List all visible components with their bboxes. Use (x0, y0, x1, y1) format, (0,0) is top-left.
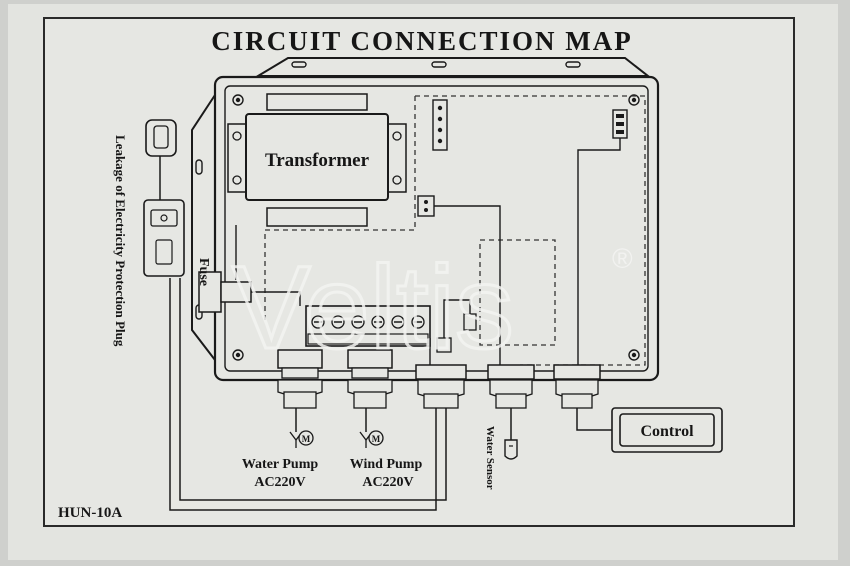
internal-wiring (235, 138, 621, 365)
diagram-title: CIRCUIT CONNECTION MAP (211, 26, 633, 56)
wind-pump-motor-icon (359, 430, 384, 448)
flange-slot (565, 61, 581, 68)
board-connector-right (612, 109, 628, 139)
flange-slot (431, 61, 447, 68)
control-box (611, 407, 723, 453)
cable-gland-water-sensor (487, 364, 535, 409)
wind-pump-motor-symbol: M (372, 434, 381, 444)
watermark-logo: Veltis (232, 242, 514, 374)
cable-gland-power (415, 364, 467, 409)
transformer (227, 93, 407, 227)
board-connector-top (432, 99, 448, 151)
terminal-block (305, 305, 431, 347)
model-number: HUN-10A (58, 505, 122, 521)
flange-slot (195, 159, 203, 175)
water-sensor-label: Water Sensor (484, 426, 496, 490)
cable-gland-wind-pump (347, 349, 393, 409)
control-label: Control (640, 423, 694, 440)
flange-slot (291, 61, 307, 68)
wind-pump-voltage: AC220V (362, 475, 413, 490)
corner-screws (232, 94, 640, 361)
water-pump-voltage: AC220V (254, 475, 305, 490)
watermark-registered-mark: ® (612, 243, 633, 274)
cable-gland-control (553, 364, 601, 409)
water-pump-label: Water Pump (242, 457, 319, 472)
enclosure-top-flange (254, 57, 651, 77)
leakage-protection-plug (143, 119, 185, 277)
enclosure-left-flange (191, 94, 216, 361)
leakage-plug-label: Leakage of Electricity Protection Plug (113, 135, 128, 347)
water-pump-motor-symbol: M (302, 434, 311, 444)
water-pump-motor-icon (289, 430, 314, 448)
fuse-label: Fuse (196, 258, 211, 286)
transformer-label: Transformer (265, 150, 370, 171)
board-connector-mid (417, 195, 435, 217)
water-sensor-probe-icon (504, 439, 518, 460)
cable-gland-water-pump (277, 349, 323, 409)
wind-pump-label: Wind Pump (350, 457, 423, 472)
